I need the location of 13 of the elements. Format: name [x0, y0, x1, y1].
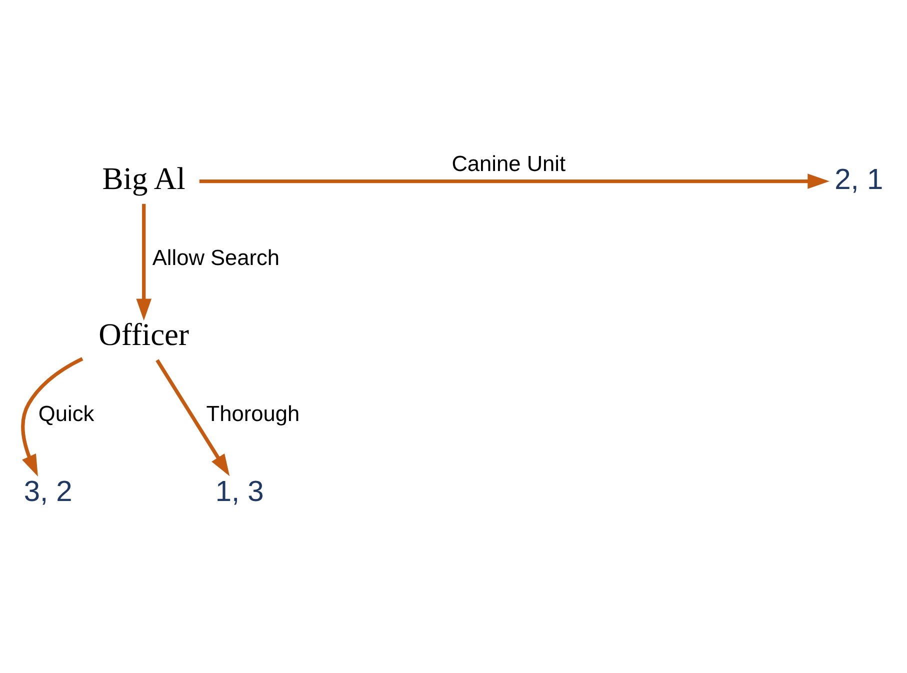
edge-label: Canine Unit: [452, 150, 566, 176]
arrow: [136, 203, 152, 320]
arrow: [21, 356, 84, 476]
arrow: [199, 173, 830, 188]
node-text: Big Al: [102, 160, 186, 196]
node-text: 2, 1: [834, 163, 884, 196]
edge-label: Allow Search: [152, 244, 280, 270]
node-text: Officer: [98, 316, 190, 352]
edge-label: Quick: [38, 400, 94, 426]
node-text: 1, 3: [215, 475, 264, 508]
arrow: [156, 358, 230, 476]
edge-label: Thorough: [206, 400, 300, 426]
node-text: 3, 2: [24, 475, 72, 508]
